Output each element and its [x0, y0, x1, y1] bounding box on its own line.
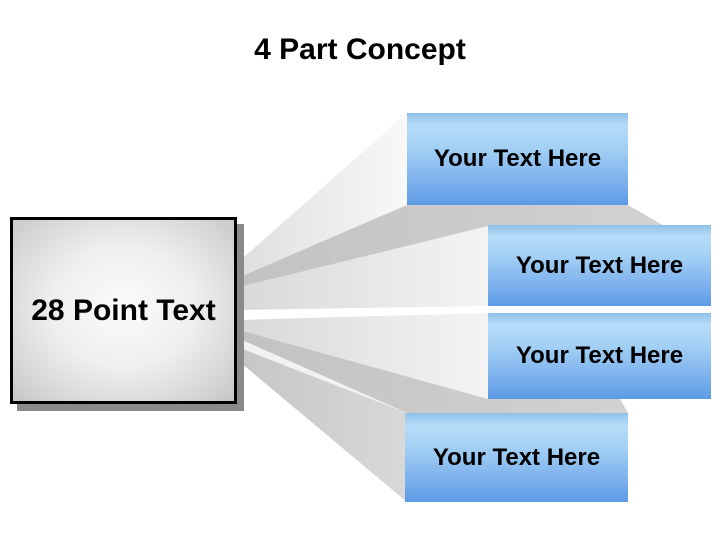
source-box[interactable]: 28 Point Text	[10, 217, 237, 404]
beam-1-face	[235, 113, 407, 279]
slide-title[interactable]: 4 Part Concept	[254, 33, 466, 66]
concept-item-4-label: Your Text Here	[432, 443, 601, 471]
beam-4-side-face	[235, 346, 407, 502]
source-box-label: 28 Point Text	[31, 293, 216, 327]
concept-item-2-label: Your Text Here	[515, 251, 684, 279]
concept-item-1-label: Your Text Here	[433, 145, 602, 172]
beam-3-face	[235, 313, 488, 399]
concept-item-2[interactable]: Your Text Here	[488, 225, 711, 306]
concept-item-1[interactable]: Your Text Here	[407, 113, 628, 205]
concept-item-3-label: Your Text Here	[515, 342, 684, 369]
concept-item-3[interactable]: Your Text Here	[488, 313, 711, 399]
beam-2-face	[235, 226, 488, 310]
beam-4-top-strip	[235, 337, 407, 413]
concept-item-4[interactable]: Your Text Here	[405, 413, 628, 502]
beam-4-top-shelf	[235, 329, 628, 413]
